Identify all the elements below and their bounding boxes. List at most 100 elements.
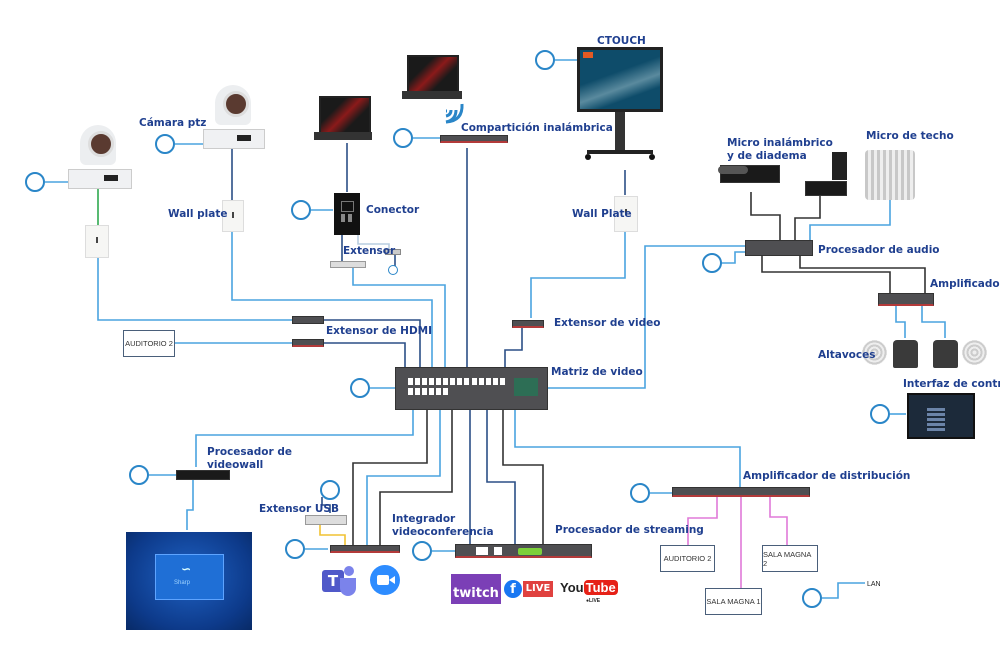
wifi-icon [444,102,466,124]
ptz-camera-icon [203,85,265,149]
wire-ext-matrix [352,268,446,367]
sala-magna-2-box: SALA MAGNA 2 [762,545,818,572]
wire-mic3 [809,200,891,240]
label-micro-techo: Micro de techo [866,130,954,142]
label-matriz-video: Matriz de video [551,366,643,378]
twitch-logo-icon: twitch [451,574,501,604]
circle-node [25,172,45,192]
label-lan: LAN [867,581,881,588]
speaker-icon [933,340,958,368]
amplifier-icon [878,293,934,306]
wire-matrix-stream3 [502,410,544,545]
circle-node [291,200,311,220]
control-touch-panel-icon [907,393,975,439]
wire-plate1-hdmi [97,258,295,321]
hdmi-extender-icon [292,316,324,324]
circle-node [285,539,305,559]
circle-node [320,480,340,500]
videowall-processor-icon [176,470,230,480]
wire-matrix-int1 [352,410,428,545]
label-micro-inalambrico: Micro inalámbrico [727,137,833,149]
speaker-grille-icon [862,340,887,365]
label-comparticion: Compartición inalámbrica [461,122,613,134]
label-wall-plate-left: Wall plate [168,208,228,220]
wire-mic2 [794,196,821,240]
wire-amp-spk1 [895,306,906,338]
circle-node [702,253,722,273]
circle-node [350,378,370,398]
wire-hdmi2-matrix [322,342,406,367]
circle-node [129,465,149,485]
ceiling-mic-icon [865,150,915,200]
wire-mic1 [750,192,781,240]
sala-magna-1-box: SALA MAGNA 1 [705,588,762,615]
label-camara-ptz: Cámara ptz [139,117,207,129]
label-altavoces: Altavoces [818,349,876,361]
wire-matrix-videowall [195,410,414,467]
wire-audio-amp2 [799,256,926,293]
wire-amp-sala2 [769,497,788,545]
wire-extvideo-matrix [504,328,523,367]
wire-matrix-int2 [366,410,441,545]
circle-node [393,128,413,148]
circle-node [630,483,650,503]
usb-extender-icon [305,515,347,525]
label-procesador-audio: Procesador de audio [818,244,940,256]
wire-matrix-amp [514,410,741,487]
laptop-icon [402,55,462,101]
label-videowall-1: Procesador de [207,446,292,458]
speaker-grille-icon [962,340,987,365]
headset-mic-icon [832,152,847,180]
wire-usb-circle [321,497,331,513]
circle-node [155,134,175,154]
extensor-icon [330,261,366,268]
video-matrix-icon [395,367,548,410]
wire-hdmi1-matrix [322,319,421,367]
label-extensor: Extensor [343,245,396,257]
auditorio-box: AUDITORIO 2 [660,545,715,572]
circle-node [412,541,432,561]
label-procesador-streaming: Procesador de streaming [555,524,704,536]
videowall-screen-image: Sharp ∽ [126,532,252,630]
auditorio-box: AUDITORIO 2 [123,330,175,357]
wire-plate2-matrix [231,232,433,367]
facebook-logo-icon: f [504,580,522,598]
label-integrador-1: Integrador [392,513,456,525]
label-extensor-usb: Extensor USB [259,503,339,515]
wire-matrix-audio [548,245,745,389]
label-integrador-2: videoconferencia [392,526,494,538]
extensor-icon [385,249,401,255]
label-ctouch: CTOUCH [597,35,646,47]
wire-usb-int [319,525,346,545]
wire-circle-audio [720,251,745,264]
handheld-mic-icon [718,166,748,174]
wire-amp-spk2 [921,306,946,338]
wall-plate-icon [85,225,109,258]
circle-node [870,404,890,424]
wire-conector-ext2 [357,235,390,250]
label-interfaz-control: Interfaz de control [903,378,1000,390]
label-amplificador: Amplificador [930,278,1000,290]
laptop-icon [314,96,372,143]
circle-node [802,588,822,608]
teams-logo-icon: T [322,564,358,596]
wall-plate-icon [222,200,244,232]
wire-plate-extvideo [530,232,626,318]
label-amp-distribucion: Amplificador de distribución [743,470,911,482]
audio-processor-icon [745,240,813,256]
label-extensor-hdmi: Extensor de HDMI [326,325,433,337]
circle-node [388,265,398,275]
label-wall-plate-right: Wall Plate [572,208,632,220]
wire-videowall-screen [186,480,194,530]
wireless-share-device-icon [440,135,508,143]
connector-panel-icon [334,193,360,235]
distribution-amplifier-icon [672,487,810,497]
circle-node [535,50,555,70]
screen-brand-text: Sharp [174,580,191,586]
streaming-processor-icon [455,544,592,558]
ptz-camera-icon [68,125,132,189]
ctouch-display-icon [577,47,665,169]
wire-matrix-int3 [379,410,453,545]
